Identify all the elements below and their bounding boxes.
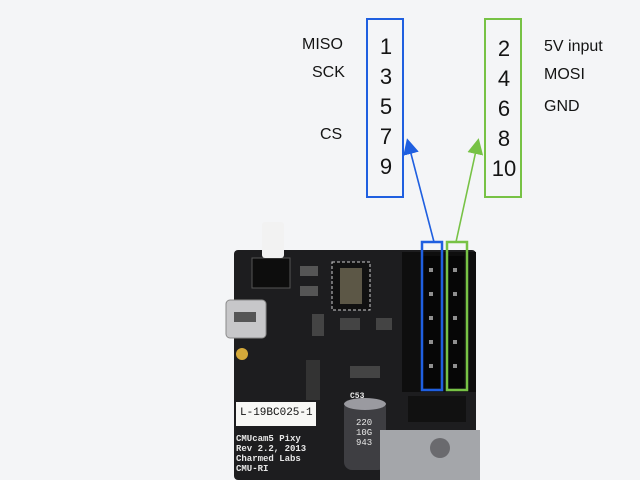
even-pins-arrow — [455, 138, 484, 243]
capacitor-marking: 220 — [356, 418, 373, 428]
pin-10 — [453, 364, 457, 368]
pin-8 — [453, 340, 457, 344]
pin-5 — [429, 316, 433, 320]
pin-label-miso: MISO — [302, 36, 343, 53]
usb-port — [234, 312, 256, 322]
pin-6 — [453, 316, 457, 320]
even-column-highlight — [445, 240, 469, 392]
switch — [251, 257, 291, 289]
silk-line: CMUcam5 Pixy — [236, 434, 301, 444]
pin-4 — [453, 292, 457, 296]
capacitor — [306, 360, 320, 400]
odd-pins-arrow — [403, 138, 435, 243]
silk-line: CMU-RI — [236, 464, 269, 474]
capacitor-top — [344, 398, 386, 410]
resistor — [300, 266, 318, 276]
pin-label-gnd: GND — [544, 98, 580, 115]
pin-1 — [429, 268, 433, 272]
pin-label-sck: SCK — [312, 64, 345, 81]
header-column-odd — [422, 256, 440, 388]
capacitor-marking: 10G — [356, 428, 373, 438]
sticker-text: L-19BC025-1 — [240, 407, 313, 419]
pin-7 — [429, 340, 433, 344]
pin-number: 2 — [497, 36, 511, 61]
pin-number: 9 — [379, 154, 393, 179]
pin-label-5v-input: 5V input — [544, 38, 603, 55]
mount-pad — [236, 348, 248, 360]
switch-cap — [262, 222, 284, 258]
capacitor — [376, 318, 392, 330]
metal-bracket — [380, 430, 480, 480]
capacitor — [340, 318, 360, 330]
pin-label-mosi: MOSI — [544, 66, 585, 83]
pin-9 — [429, 364, 433, 368]
odd-pins-box — [366, 18, 404, 198]
header-column-even — [446, 256, 464, 388]
pin-number: 10 — [491, 156, 517, 181]
label-sticker — [236, 402, 316, 426]
chip-footprint — [331, 261, 371, 311]
screw — [430, 438, 450, 458]
pin-3 — [429, 292, 433, 296]
silk-line: Rev 2.2, 2013 — [236, 444, 307, 454]
pin-number: 5 — [379, 94, 393, 119]
capacitor — [312, 314, 324, 336]
capacitor-ref: C53 — [350, 392, 365, 401]
silk-line: Charmed Labs — [236, 454, 301, 464]
pin-number: 1 — [379, 34, 393, 59]
capacitor — [350, 366, 380, 378]
pin-number: 7 — [379, 124, 393, 149]
pin-number: 6 — [497, 96, 511, 121]
even-pins-box — [484, 18, 522, 198]
pin-number: 8 — [497, 126, 511, 151]
secondary-header — [408, 396, 466, 422]
pin-number: 3 — [379, 64, 393, 89]
odd-column-highlight — [420, 240, 444, 392]
capacitor-marking: 943 — [356, 438, 373, 448]
pin-number: 4 — [497, 66, 511, 91]
header-pins — [429, 268, 457, 368]
electrolytic-capacitor — [344, 400, 386, 470]
resistor — [300, 286, 318, 296]
pin-label-cs: CS — [320, 126, 343, 143]
chip — [340, 268, 362, 304]
pin-2 — [453, 268, 457, 272]
